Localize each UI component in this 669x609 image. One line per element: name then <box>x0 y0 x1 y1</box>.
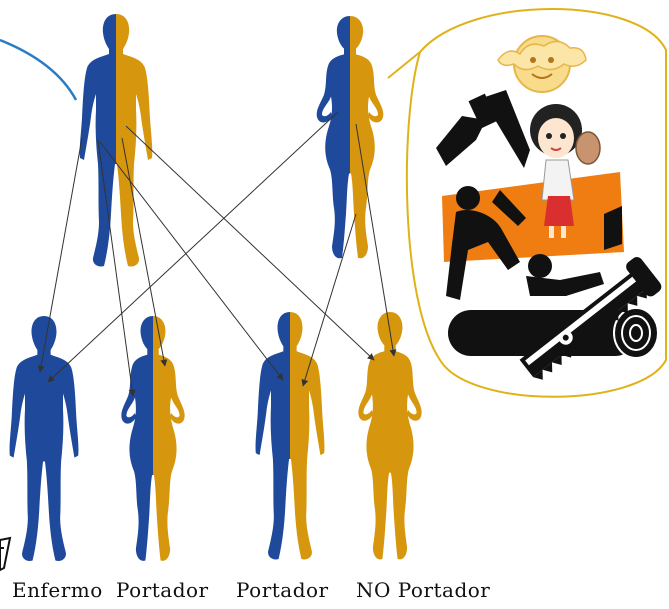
child-no-portador-figure <box>358 312 421 559</box>
mother-figure <box>317 16 384 258</box>
callout-curve-blue <box>0 40 76 100</box>
label-enfermo: Enfermo <box>12 578 103 602</box>
label-no-portador: NO Portador <box>356 578 490 602</box>
child-enfermo-figure <box>10 316 79 561</box>
label-portador-female: Portador <box>116 578 209 602</box>
arrow-father-to-enfermo <box>40 138 82 372</box>
label-portador-male: Portador <box>236 578 329 602</box>
cup-icon <box>0 538 10 570</box>
child-portador-female-figure <box>121 316 184 561</box>
